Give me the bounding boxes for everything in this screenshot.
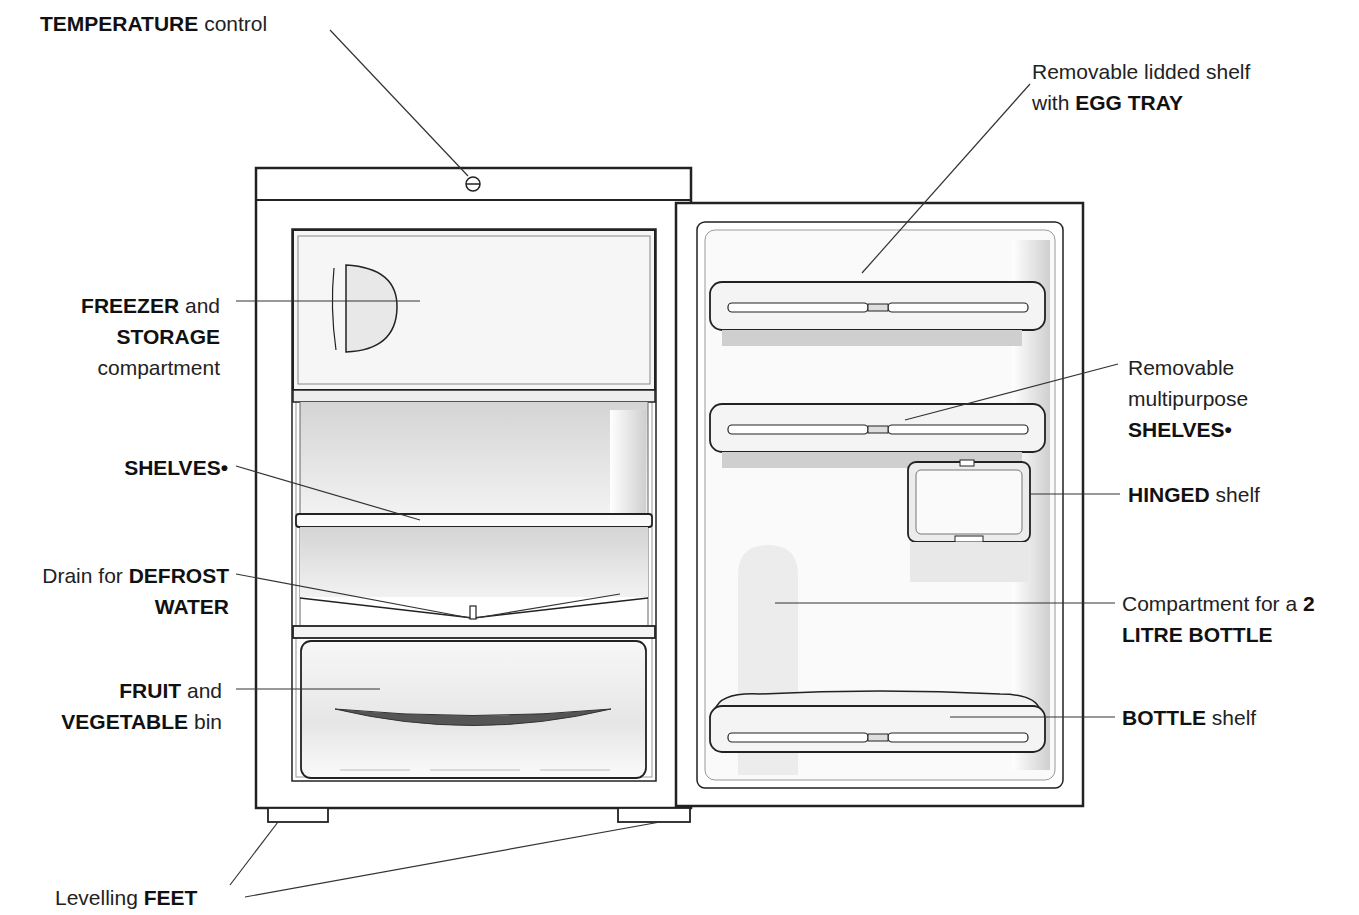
part-label: TEMPERATURE control — [40, 8, 267, 39]
bold-term: TRAY — [1128, 91, 1183, 114]
bold-term: FEET — [144, 886, 198, 909]
bold-term: HINGED — [1128, 483, 1210, 506]
bold-term: 2 — [1303, 592, 1315, 615]
part-label: Removable lidded shelf with EGG TRAY — [1032, 56, 1264, 118]
part-label: FREEZER and STORAGE compartment — [48, 290, 220, 383]
part-label: SHELVES• — [124, 452, 228, 483]
bold-term: FRUIT — [119, 679, 181, 702]
bold-term: TEMPERATURE — [40, 12, 198, 35]
bold-term: BOTTLE — [1122, 706, 1206, 729]
part-label: BOTTLE shelf — [1122, 702, 1256, 733]
part-label: Drain for DEFROST WATER — [4, 560, 229, 622]
part-label: HINGED shelf — [1128, 479, 1260, 510]
bold-term: WATER — [155, 595, 229, 618]
bold-term: DEFROST — [129, 564, 229, 587]
part-label: Removable multipurpose SHELVES• — [1128, 352, 1278, 445]
bold-term: BOTTLE — [1189, 623, 1273, 646]
bold-term: FREEZER — [81, 294, 179, 317]
bold-term: SHELVES• — [1128, 418, 1232, 441]
bold-term: SHELVES• — [124, 456, 228, 479]
bold-term: LITRE — [1122, 623, 1183, 646]
part-label: Compartment for a 2 LITRE BOTTLE — [1122, 588, 1350, 650]
bold-term: VEGETABLE — [61, 710, 188, 733]
part-label: FRUIT and VEGETABLE bin — [22, 675, 222, 737]
bold-term: EGG — [1075, 91, 1122, 114]
bold-term: STORAGE — [117, 325, 220, 348]
part-label: Levelling FEET — [55, 882, 197, 913]
